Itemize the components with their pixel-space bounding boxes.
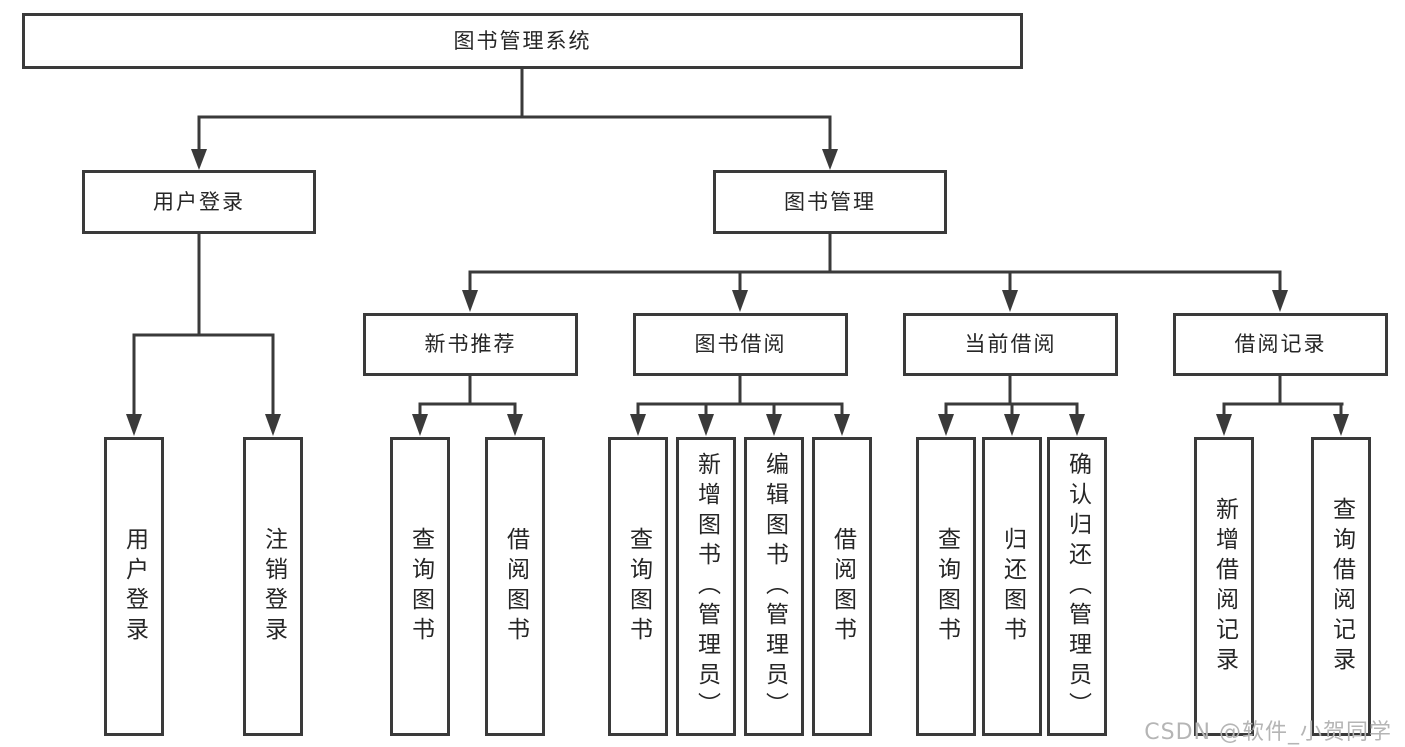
arrowhead-icons [126,149,1349,436]
node-book-borrow: 图书借阅 [633,313,848,376]
leaf-logout: 注销登录 [243,437,303,736]
leaf-query-books-borrow: 查询图书 [608,437,668,736]
leaf-add-books-admin: 新增图书（管理员） [676,437,736,736]
leaf-query-books-current: 查询图书 [916,437,976,736]
node-new-book-recommend: 新书推荐 [363,313,578,376]
node-current-borrow: 当前借阅 [903,313,1118,376]
node-root: 图书管理系统 [22,13,1023,69]
node-user-login: 用户登录 [82,170,316,234]
leaf-query-books-recommend: 查询图书 [390,437,450,736]
leaf-borrow-books: 借阅图书 [812,437,872,736]
csdn-watermark: CSDN @软件_小贺同学 [1144,720,1392,745]
leaf-query-borrow-record: 查询借阅记录 [1311,437,1371,736]
leaf-edit-books-admin: 编辑图书（管理员） [744,437,804,736]
leaf-add-borrow-record: 新增借阅记录 [1194,437,1254,736]
leaf-user-login: 用户登录 [104,437,164,736]
leaf-confirm-return-admin: 确认归还（管理员） [1047,437,1107,736]
leaf-return-books: 归还图书 [982,437,1042,736]
leaf-borrow-books-recommend: 借阅图书 [485,437,545,736]
node-borrow-records: 借阅记录 [1173,313,1388,376]
node-book-management: 图书管理 [713,170,947,234]
